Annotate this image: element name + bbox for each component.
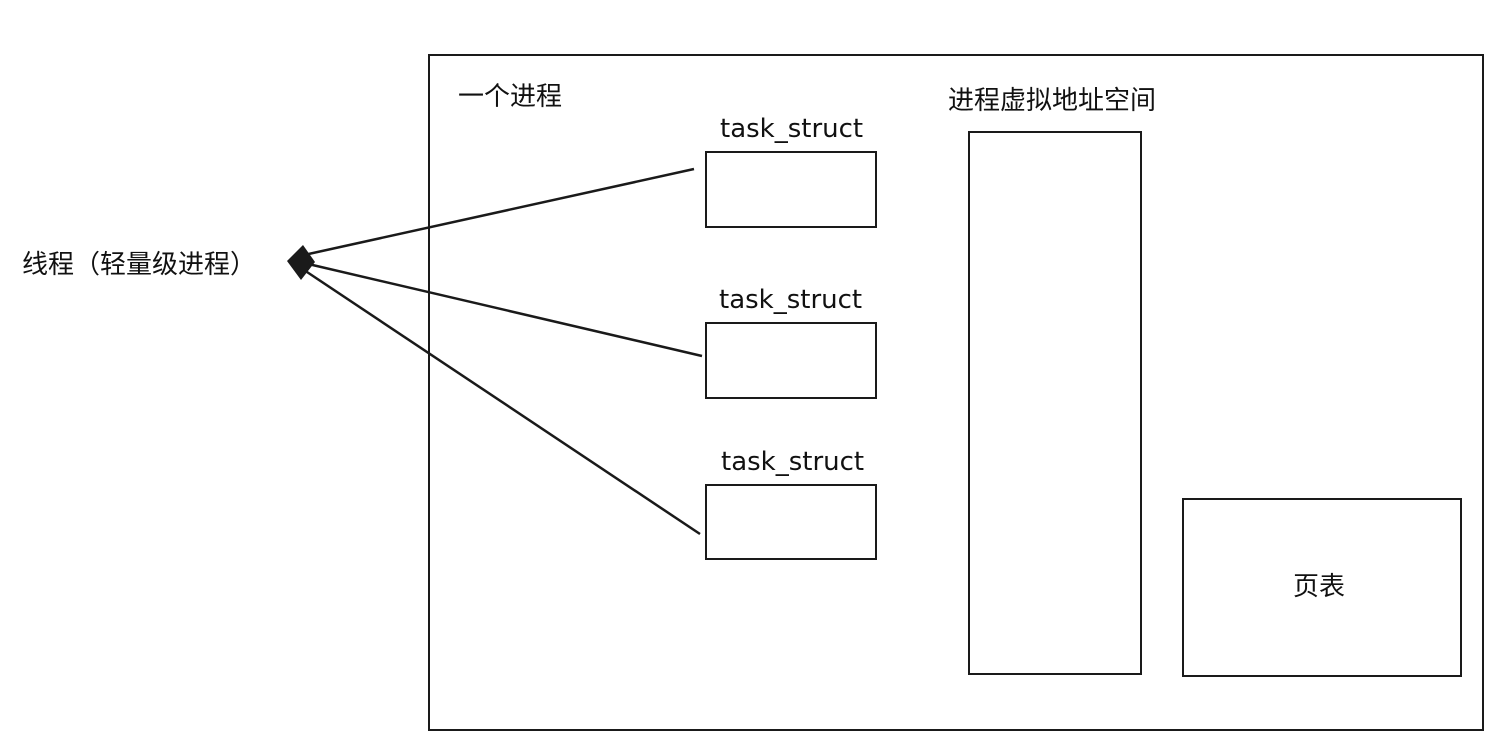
task-struct-label-2: task_struct bbox=[719, 285, 863, 315]
thread-label: 线程（轻量级进程） bbox=[22, 250, 257, 280]
task-struct-box-3 bbox=[705, 484, 877, 560]
task-struct-box-1 bbox=[705, 151, 877, 228]
task-struct-box-2 bbox=[705, 322, 877, 399]
process-box bbox=[428, 54, 1484, 731]
process-label: 一个进程 bbox=[458, 82, 563, 112]
task-struct-label-1: task_struct bbox=[720, 114, 864, 144]
page-table-label: 页表 bbox=[1293, 572, 1346, 602]
page-table-box bbox=[1182, 498, 1462, 677]
address-space-label: 进程虚拟地址空间 bbox=[948, 86, 1157, 116]
arrow-line-task-3 bbox=[303, 268, 701, 536]
task-struct-label-3: task_struct bbox=[721, 447, 865, 477]
arrow-line-task-1 bbox=[303, 167, 695, 257]
arrow-line-task-2 bbox=[303, 261, 703, 358]
arrowhead-icon bbox=[287, 245, 315, 280]
address-space-box bbox=[968, 131, 1142, 675]
